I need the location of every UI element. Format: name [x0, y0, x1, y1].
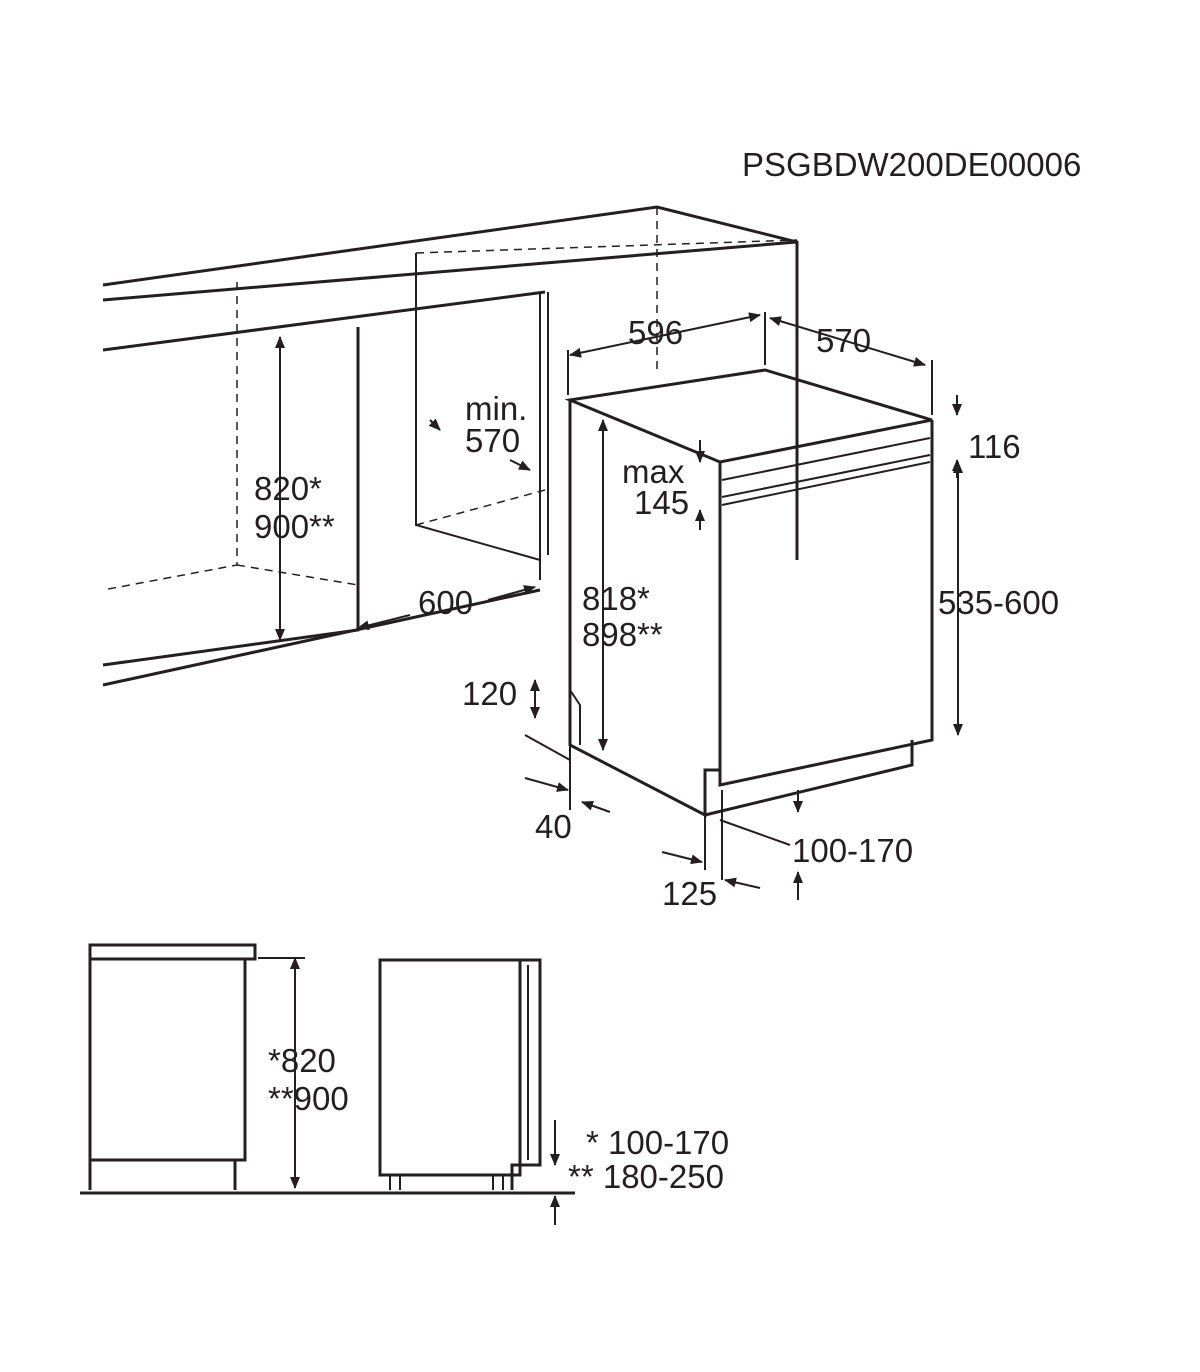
label-depth: 570	[816, 322, 871, 359]
label-side-plinth-1: * 100-170	[586, 1124, 729, 1161]
label-side-height-2: **900	[268, 1080, 349, 1117]
label-width: 596	[628, 314, 683, 351]
dimensions	[275, 312, 963, 900]
label-top-gap: 116	[968, 428, 1021, 465]
label-appliance-height-2: 898**	[582, 616, 663, 653]
label-recess: 125	[662, 875, 717, 912]
label-door-height: 535-600	[938, 584, 1059, 621]
label-cabinet-height-2: 900**	[254, 508, 335, 545]
label-appliance-height-1: 818*	[582, 580, 650, 617]
model-code: PSGBDW200DE00006	[742, 146, 1081, 183]
kitchen-cabinets	[102, 205, 799, 687]
label-plinth-height: 120	[462, 675, 517, 712]
label-max-2: 145	[634, 484, 689, 521]
side-view-dishwasher	[378, 958, 560, 1225]
label-max-1: max	[622, 453, 685, 490]
label-niche-width: 600	[418, 584, 473, 621]
label-niche-depth-1: min.	[465, 390, 527, 427]
label-plinth-depth: 40	[535, 808, 572, 845]
label-side-height-1: *820	[268, 1042, 336, 1079]
side-view-cabinet	[80, 943, 575, 1195]
label-side-plinth-2: ** 180-250	[568, 1158, 724, 1195]
label-foot-range: 100-170	[792, 832, 913, 869]
label-niche-depth-2: 570	[465, 422, 520, 459]
dishwasher-iso	[564, 368, 934, 818]
label-cabinet-height-1: 820*	[254, 470, 322, 507]
